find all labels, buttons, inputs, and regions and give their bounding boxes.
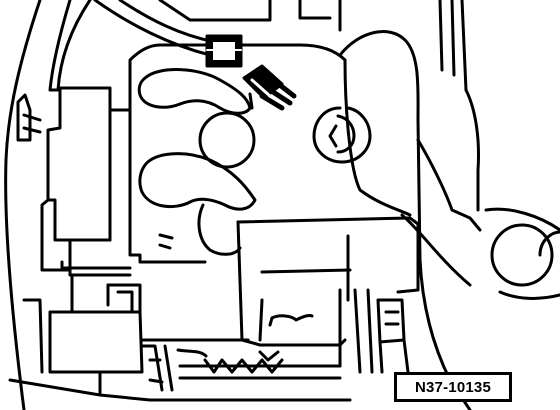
slide-rails <box>338 288 410 374</box>
figure-reference-label: N37-10135 <box>394 372 512 402</box>
left-bracket-block <box>16 86 132 272</box>
lower-slot <box>138 152 257 211</box>
upper-bracket <box>93 0 332 57</box>
upper-slot <box>137 68 252 115</box>
latch-plate <box>68 43 412 277</box>
retaining-clip <box>312 106 372 164</box>
direction-arrow-icon <box>242 64 297 111</box>
right-housing <box>338 30 560 410</box>
base-frame <box>8 298 102 397</box>
pivot-pin <box>198 111 256 169</box>
cam-lobe <box>197 203 242 256</box>
spring-assembly <box>98 338 352 402</box>
lock-bolt-symbol <box>205 34 243 68</box>
outer-housing-left <box>4 0 92 410</box>
guide-rods <box>338 0 468 92</box>
actuator-housing <box>236 216 420 347</box>
lower-mechanism <box>48 260 144 374</box>
